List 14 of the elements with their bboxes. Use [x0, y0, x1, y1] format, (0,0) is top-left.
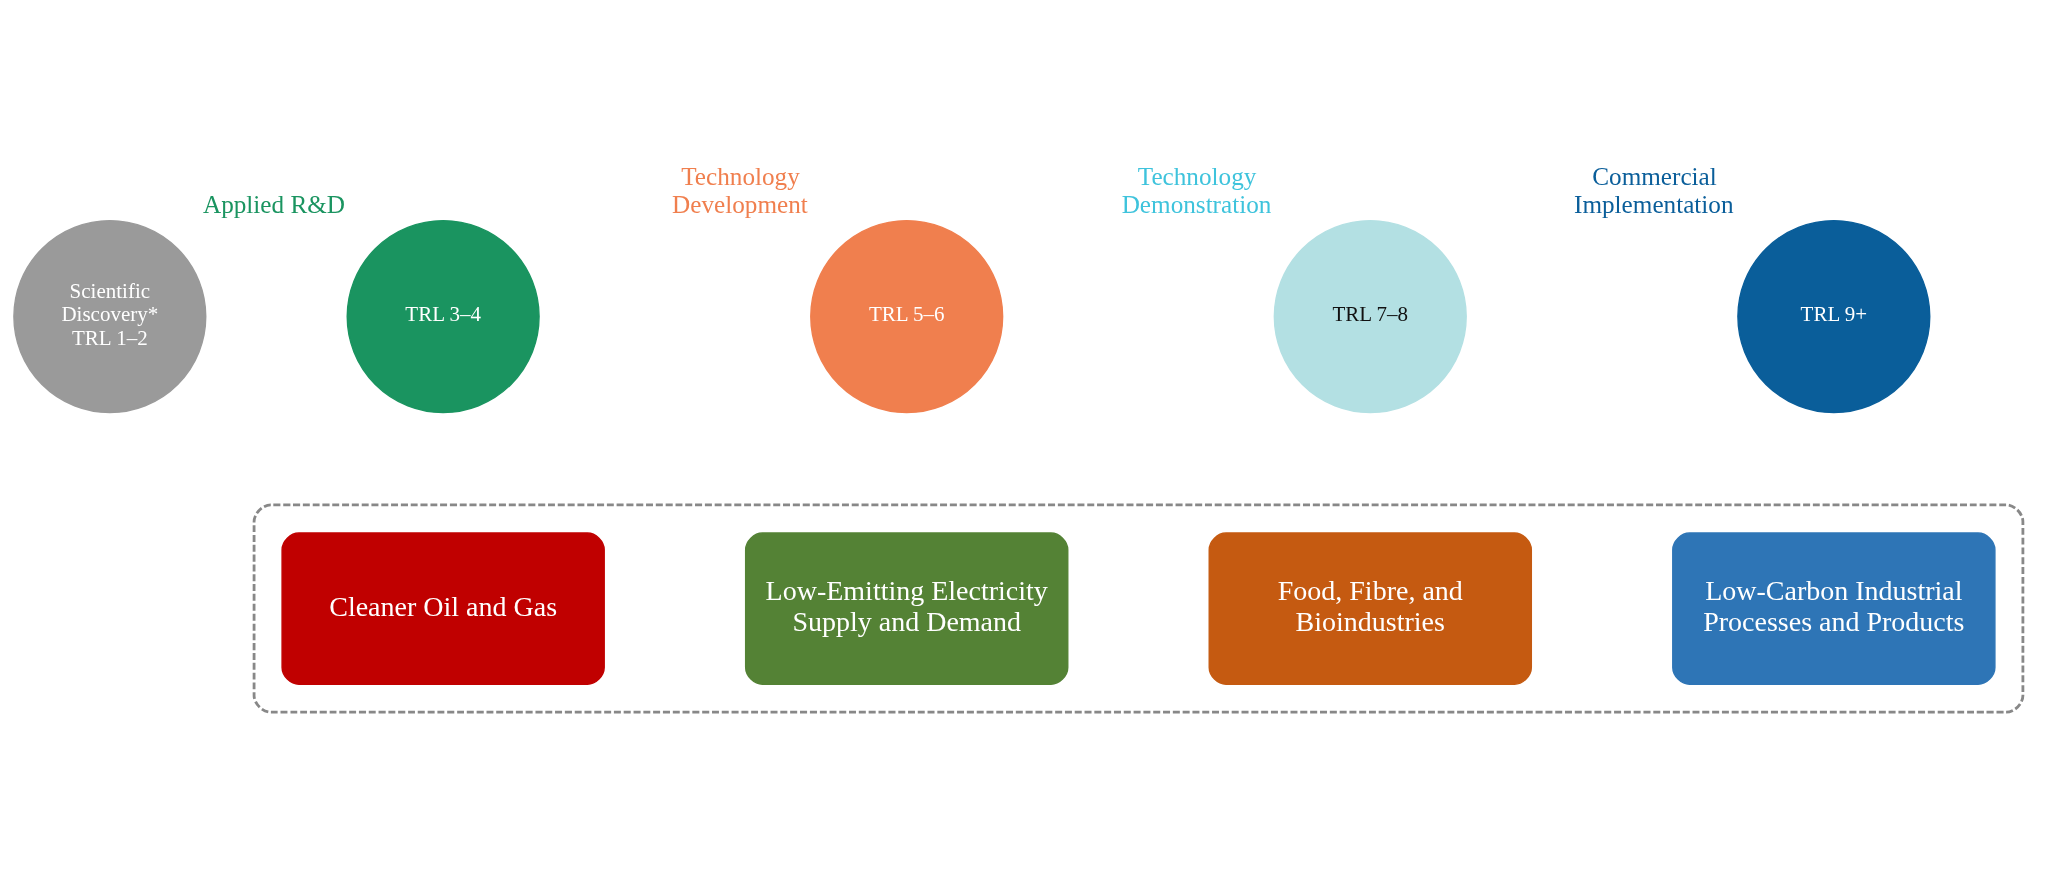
node-label: Commercial Implementation: [1574, 162, 1734, 218]
node-circle: TRL 9+: [1737, 219, 1931, 413]
node-circle: TRL 5–6: [810, 219, 1004, 413]
node-box: Cleaner Oil and Gas: [281, 531, 605, 685]
node-box: Low-Carbon Industrial Processes and Products: [1672, 531, 1996, 685]
node-circle: TRL 3–4: [346, 219, 540, 413]
cluster: [252, 503, 2025, 714]
node-box: Food, Fibre, and Bioindustries: [1208, 531, 1533, 685]
node-circle: TRL 7–8: [1273, 219, 1467, 413]
node-box: Low-Emitting Electricity Supply and Demand: [744, 531, 1069, 685]
node-label: Applied R&D: [202, 190, 345, 218]
node-circle: Scientific Discovery* TRL 1–2: [13, 219, 207, 413]
node-label: Technology Demonstration: [1121, 162, 1272, 218]
node-label: Technology Development: [672, 162, 808, 218]
